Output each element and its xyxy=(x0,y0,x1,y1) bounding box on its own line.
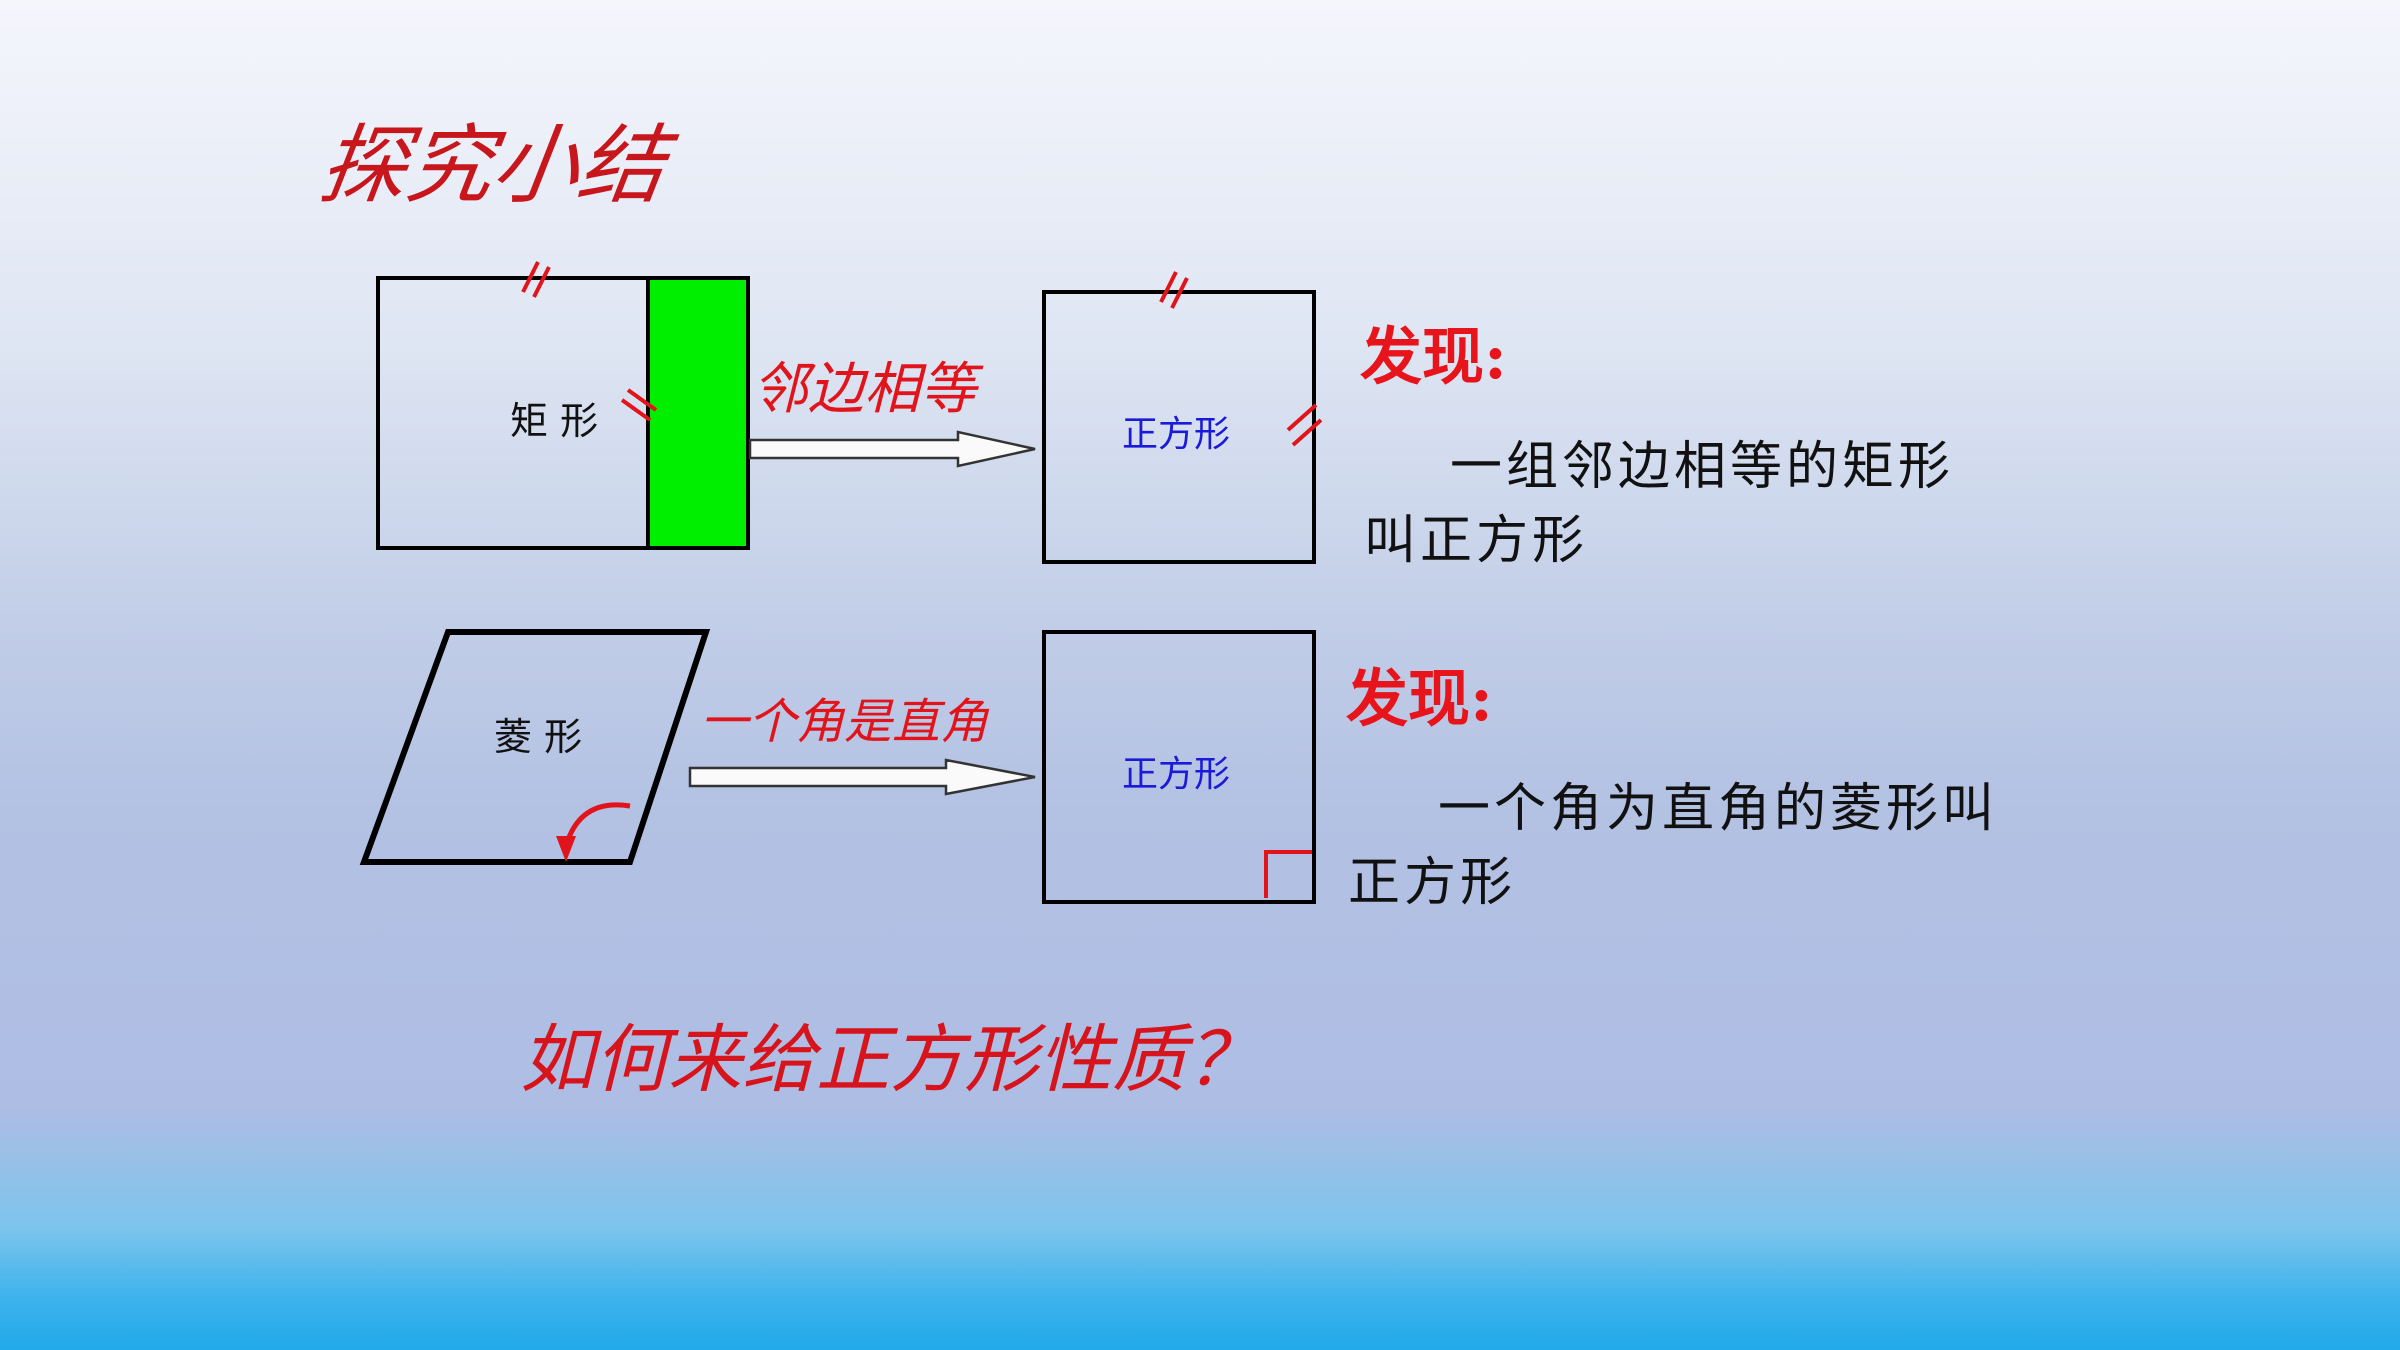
finding-heading-row1: 发现: xyxy=(1360,320,1507,393)
rectangle-label: 矩 形 xyxy=(510,399,599,443)
tick-mark-top-rect xyxy=(521,261,551,298)
finding-text-row2-line1: 一个角为直角的菱形叫 xyxy=(1438,779,1999,839)
condition-adjacent-sides-equal: 邻边相等 xyxy=(752,357,976,422)
tick-mark-side-rect xyxy=(620,388,658,422)
tick-mark-top-square xyxy=(1159,271,1189,309)
finding-heading-row2: 发现: xyxy=(1346,662,1493,735)
condition-one-right-angle: 一个角是直角 xyxy=(700,694,989,750)
question-text: 如何来给正方形性质？ xyxy=(520,1017,1260,1103)
tick-mark-side-square xyxy=(1286,403,1323,447)
arrow-row1 xyxy=(748,430,1036,468)
right-angle-mark xyxy=(1264,850,1312,898)
angle-arc-mark xyxy=(556,802,631,862)
green-strip xyxy=(646,276,750,550)
arrow-row2 xyxy=(688,758,1036,796)
square-shape-row2 xyxy=(1042,630,1316,904)
rhombus-shape xyxy=(359,629,711,865)
finding-text-row2-line2: 正方形 xyxy=(1348,853,1517,913)
square-label-row1: 正方形 xyxy=(1122,414,1231,455)
finding-text-row1-line1: 一组邻边相等的矩形 xyxy=(1450,437,1955,497)
rhombus-label: 菱 形 xyxy=(494,715,583,759)
finding-text-row1-line2: 叫正方形 xyxy=(1364,511,1589,571)
square-label-row2: 正方形 xyxy=(1122,754,1231,795)
